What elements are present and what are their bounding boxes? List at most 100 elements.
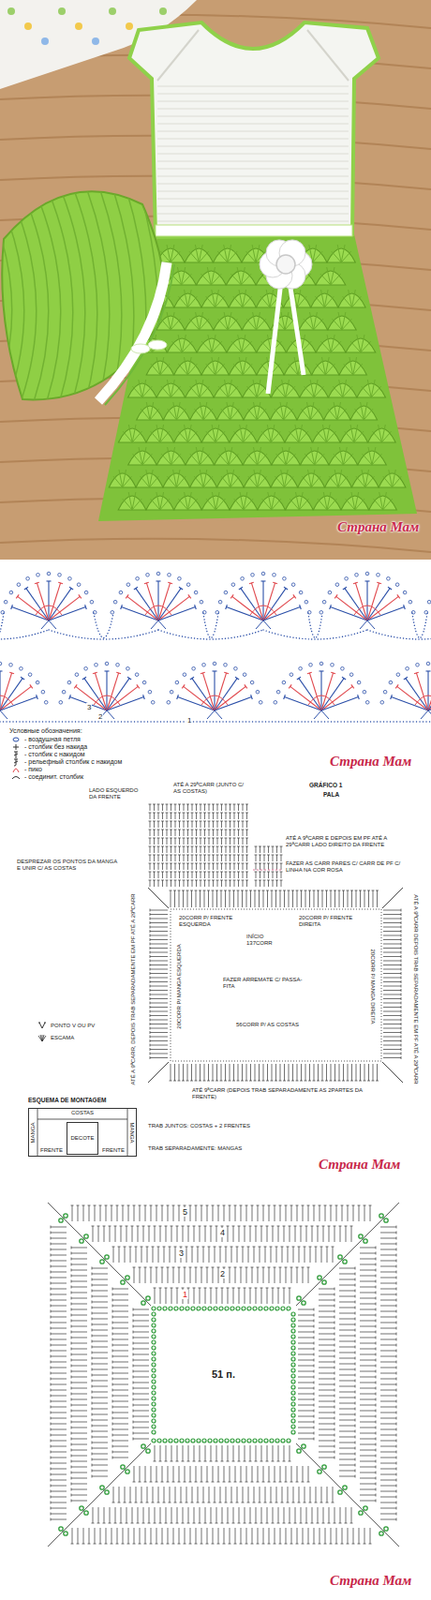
stitch-line <box>214 672 227 711</box>
stitch-top <box>187 1460 191 1462</box>
dress-yoke <box>129 22 379 238</box>
stitch <box>210 1287 212 1304</box>
stitch-top <box>282 1287 286 1289</box>
stitch-top <box>133 1336 134 1339</box>
scallop-stitch <box>239 424 244 443</box>
stitch-line <box>214 685 246 711</box>
stitch-top <box>263 862 267 864</box>
yoke-row <box>157 116 349 118</box>
stitch <box>276 871 278 878</box>
raglan-line <box>148 1061 169 1083</box>
stitch <box>347 1063 349 1081</box>
stitch <box>258 890 260 907</box>
scallop-stitch <box>199 453 209 465</box>
stitch-top <box>208 820 211 822</box>
chain-dot <box>104 661 109 666</box>
stitch-top <box>282 890 286 892</box>
stitch-top <box>228 1080 232 1082</box>
stitch-top <box>401 929 402 933</box>
stitch-top <box>313 1347 315 1351</box>
stitch <box>300 1063 302 1081</box>
stitch <box>281 871 283 878</box>
stitch-top <box>149 1266 153 1268</box>
stitch-top <box>401 1010 402 1013</box>
stitch <box>195 829 197 836</box>
stitch-bar <box>92 671 98 674</box>
stitch-top <box>228 854 232 856</box>
stitch-bar <box>319 669 325 671</box>
stitch-top <box>258 879 262 881</box>
scallop-stitch <box>313 318 324 330</box>
stitch-top <box>220 1080 223 1082</box>
stitch <box>208 803 210 811</box>
stitch-top <box>233 854 237 856</box>
stitch <box>183 812 185 819</box>
chain-dot <box>297 1295 301 1300</box>
stitch <box>359 1063 361 1081</box>
scallop-stitch <box>326 267 331 285</box>
stitch <box>158 862 160 870</box>
stitch <box>212 829 214 836</box>
chain-dot <box>335 582 340 587</box>
stitch <box>267 879 269 887</box>
stitch <box>208 890 209 907</box>
stitch-line <box>214 697 253 711</box>
scallop-stitch <box>215 363 225 375</box>
stitch <box>221 1063 223 1081</box>
scallop-stitch <box>349 356 354 375</box>
chain-dot <box>41 689 45 694</box>
chain-dot <box>272 573 277 578</box>
stitch-top <box>271 846 275 848</box>
stitch-top <box>161 812 164 814</box>
stitch-bar <box>24 586 29 590</box>
scallop-stitch <box>195 379 200 398</box>
stitch <box>178 890 180 907</box>
stitch <box>246 854 248 862</box>
stitch <box>199 1444 201 1461</box>
stitch <box>334 890 336 907</box>
stitch-top <box>316 890 320 892</box>
scallop-stitch <box>298 498 309 510</box>
stitch <box>208 829 210 836</box>
stitch-top <box>161 854 164 856</box>
stitch <box>272 871 274 878</box>
scallop-stitch <box>378 424 383 443</box>
stitch-bar <box>297 676 301 680</box>
stitch <box>212 803 214 811</box>
stitch-top <box>152 837 156 839</box>
scallop-stitch <box>223 244 228 263</box>
stitch-top <box>169 820 173 822</box>
stitch <box>229 879 231 887</box>
stitch-top <box>174 846 178 848</box>
stitch <box>205 1287 207 1304</box>
stitch <box>383 943 402 945</box>
stitch-top <box>221 1287 224 1289</box>
stitch-top <box>316 1080 320 1082</box>
scallop-stitch <box>283 475 294 488</box>
stitch-line <box>121 607 160 621</box>
stitch-top <box>165 812 169 814</box>
stitch-top <box>338 890 342 892</box>
stitch-top <box>178 862 181 864</box>
stitch <box>227 1444 229 1461</box>
stitch <box>174 890 176 907</box>
stitch <box>225 829 227 836</box>
hat-stripe <box>0 187 13 413</box>
stitch-top <box>165 862 169 864</box>
stitch-top <box>194 879 198 881</box>
chain-dot <box>192 667 196 671</box>
stitch-top <box>260 1287 264 1289</box>
stitch <box>192 846 194 853</box>
chain-dot <box>148 689 152 694</box>
stitch-top <box>211 862 215 864</box>
chain-dot <box>298 590 303 595</box>
stitch <box>149 846 151 853</box>
stitch <box>204 862 206 870</box>
stitch <box>234 812 236 819</box>
scallop-stitch <box>224 379 229 398</box>
scallop-stitch <box>241 341 253 353</box>
stitch <box>272 879 274 887</box>
stitch-bar <box>20 676 25 680</box>
stitch <box>254 1063 256 1081</box>
stitch <box>183 829 185 836</box>
